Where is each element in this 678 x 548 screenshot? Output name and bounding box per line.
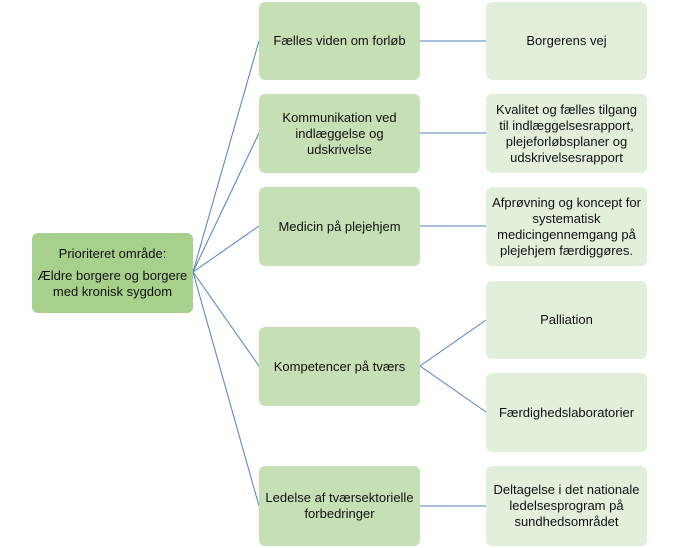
leaf-node: Borgerens vej — [486, 2, 647, 80]
branch-node: Medicin på plejehjem — [259, 187, 420, 266]
leaf-node: Palliation — [486, 281, 647, 359]
root-subtitle: Ældre borgere og borgere med kronisk syg… — [37, 268, 188, 299]
leaf-node: Færdighedslaboratorier — [486, 373, 647, 452]
leaf-node: Kvalitet og fælles tilgang til indlæggel… — [486, 94, 647, 173]
root-title: Prioriteret område: — [58, 246, 167, 261]
root-node: Prioriteret område: Ældre borgere og bor… — [32, 233, 193, 313]
connector-root-to-branch-2 — [192, 132, 260, 273]
connector-branch-4-to-leaf-2 — [419, 365, 487, 413]
connector-root-to-branch-4 — [192, 271, 260, 367]
connector-root-to-branch-3 — [192, 225, 260, 273]
branch-node: Kommunikation ved indlæggelse og udskriv… — [259, 94, 420, 173]
branch-node: Kompetencer på tværs — [259, 327, 420, 406]
leaf-node: Deltagelse i det nationale ledelsesprogr… — [486, 466, 647, 546]
connector-root-to-branch-5 — [192, 271, 260, 507]
connector-branch-4-to-leaf-1 — [419, 319, 487, 367]
leaf-node: Afprøvning og koncept for systematisk me… — [486, 187, 647, 266]
branch-node: Fælles viden om forløb — [259, 2, 420, 80]
connector-root-to-branch-1 — [192, 40, 260, 273]
branch-node: Ledelse af tværsektorielle forbedringer — [259, 466, 420, 546]
